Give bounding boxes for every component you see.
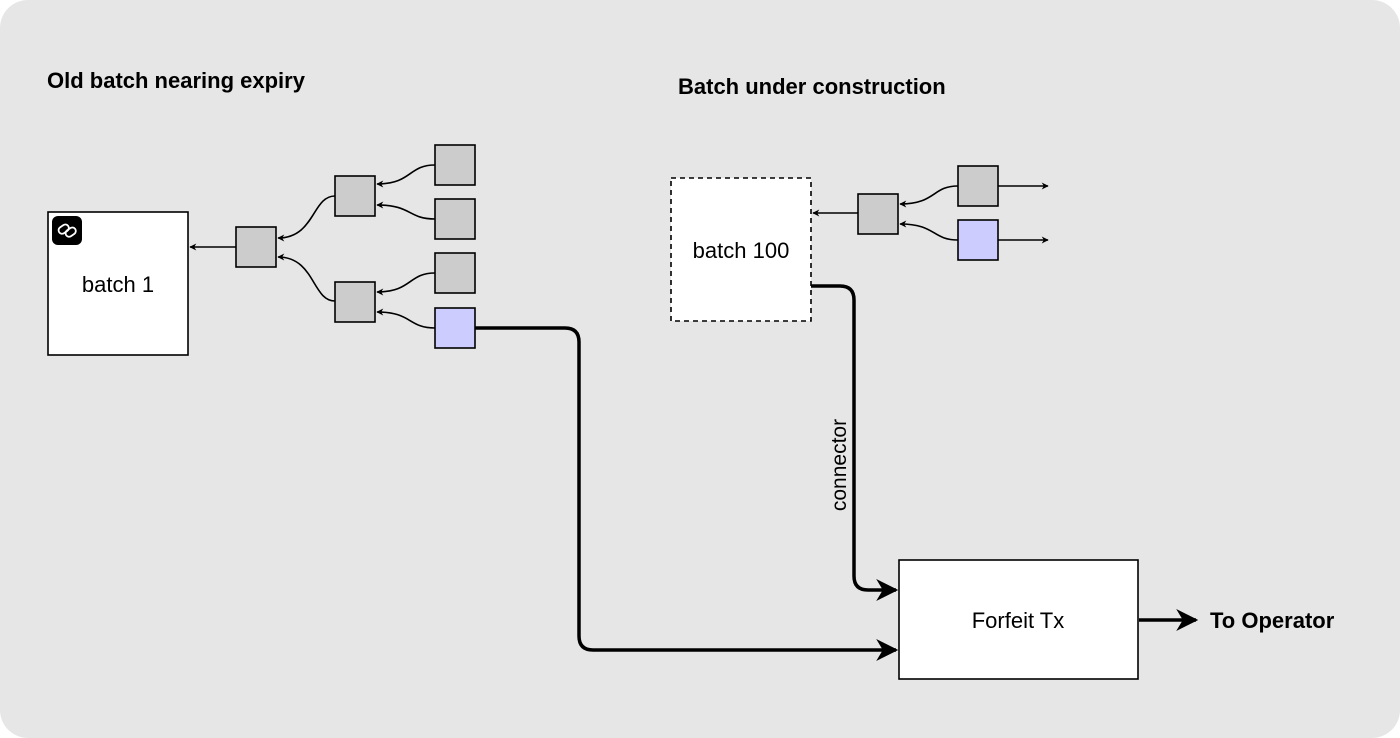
connector-label: connector	[828, 419, 851, 511]
old-tree-node	[334, 175, 376, 217]
old-batch-tree-edges	[189, 164, 436, 329]
old-tree-node	[235, 226, 277, 268]
new-tree-node	[857, 193, 899, 235]
batch1-box	[47, 211, 189, 356]
batch100-box	[670, 177, 812, 322]
old-tree-leaf	[434, 252, 476, 294]
forfeit-input-edges	[475, 284, 1199, 661]
new-batch-tree-edges	[812, 182, 1049, 244]
old-tree-leaf	[434, 144, 476, 186]
new-tree-leaf	[957, 165, 999, 207]
batch100-label: batch 100	[693, 238, 790, 263]
forfeit-tx-label: Forfeit Tx	[972, 608, 1065, 633]
heading-old-batch: Old batch nearing expiry	[47, 68, 306, 93]
new-tree-leaf-highlighted	[957, 219, 999, 261]
to-operator-label: To Operator	[1210, 608, 1335, 633]
batch1-label: batch 1	[82, 272, 154, 297]
old-tree-leaf	[434, 198, 476, 240]
forfeit-tx-box	[898, 559, 1139, 680]
link-icon	[52, 216, 82, 245]
old-tree-leaf-highlighted	[434, 307, 476, 349]
old-tree-node	[334, 281, 376, 323]
heading-new-batch: Batch under construction	[678, 74, 946, 99]
